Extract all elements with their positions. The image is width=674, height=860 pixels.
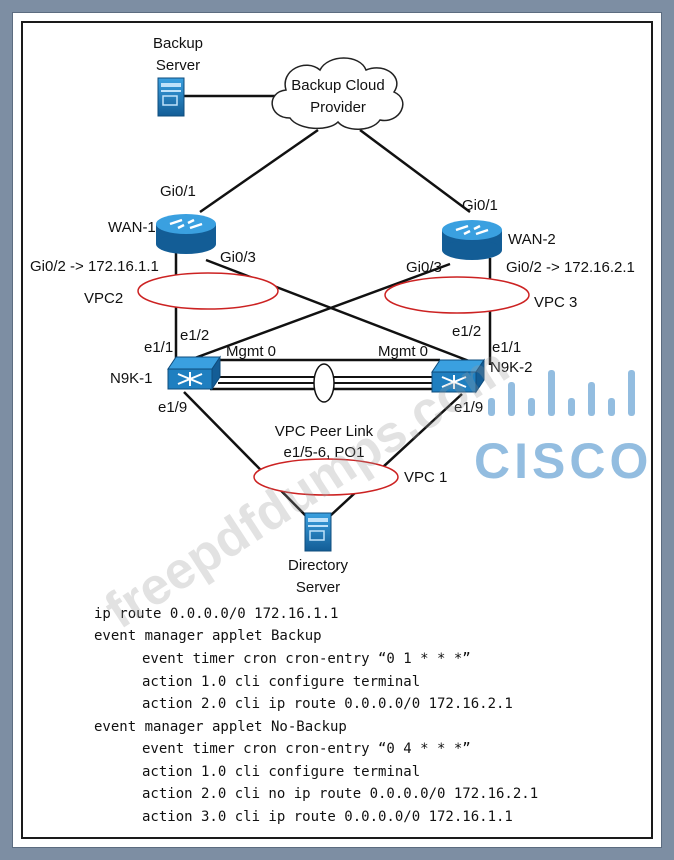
cloud-icon <box>271 57 404 130</box>
config-line: event timer cron cron-entry “0 1 * * *” <box>142 651 471 667</box>
config-line: event timer cron cron-entry “0 4 * * *” <box>142 741 471 757</box>
link-n9k2-directory <box>329 393 463 517</box>
e19-left-label: e1/9 <box>158 399 187 416</box>
link-n9k1-directory <box>183 391 307 517</box>
peer-link-ellipse <box>313 363 335 403</box>
link-cloud-wan2 <box>359 128 471 214</box>
peer-link-label-1: VPC Peer Link <box>275 423 374 440</box>
vpc2-label: VPC2 <box>84 290 123 307</box>
vpc3-label: VPC 3 <box>534 294 577 311</box>
link-cloud-wan1 <box>199 128 319 214</box>
vpc2-ellipse <box>137 272 279 310</box>
n9k2-switch-icon <box>431 358 485 394</box>
backup-server-label-1: Backup <box>153 35 203 52</box>
figure-border <box>21 21 653 839</box>
cloud-label-1: Backup Cloud <box>291 77 384 94</box>
peer-link-label-2: e1/5-6, PO1 <box>284 444 365 461</box>
directory-server-icon <box>304 512 332 552</box>
config-line: action 2.0 cli no ip route 0.0.0.0/0 172… <box>142 786 538 802</box>
backup-server-label-2: Server <box>156 57 200 74</box>
directory-server-label-1: Directory <box>288 557 349 574</box>
config-line: action 3.0 cli ip route 0.0.0.0/0 172.16… <box>142 809 513 825</box>
e11-left-label: e1/1 <box>144 339 173 356</box>
wan1-gi02-label: Gi0/2 -> 172.16.1.1 <box>30 258 159 275</box>
vpc-ellipses <box>137 272 530 496</box>
cloud-label-2: Provider <box>310 99 366 116</box>
wan2-label: WAN-2 <box>508 231 556 248</box>
n9k2-label: N9K-2 <box>490 359 533 376</box>
directory-server-label-2: Server <box>296 579 340 596</box>
config-block: ip route 0.0.0.0/0 172.16.1.1 event mana… <box>94 606 538 825</box>
wan2-gi03-label: Gi0/3 <box>406 259 442 276</box>
wan1-gi03-label: Gi0/3 <box>220 249 256 266</box>
cisco-logo-text: CISCO <box>474 433 652 489</box>
wan2-gi02-label: Gi0/2 -> 172.16.2.1 <box>506 259 635 276</box>
e19-right-label: e1/9 <box>454 399 483 416</box>
config-line: action 1.0 cli configure terminal <box>142 764 420 780</box>
vpc3-ellipse <box>384 276 530 314</box>
config-line: event manager applet Backup <box>94 628 322 644</box>
e12-left-label: e1/2 <box>180 327 209 344</box>
wan1-label: WAN-1 <box>108 219 156 236</box>
mgmt-left-label: Mgmt 0 <box>226 343 276 360</box>
config-line: action 1.0 cli configure terminal <box>142 674 420 690</box>
wan1-router-icon <box>156 214 216 254</box>
figure-frame <box>12 12 662 848</box>
e11-right-label: e1/1 <box>492 339 521 356</box>
n9k1-label: N9K-1 <box>110 370 153 387</box>
link-wan2-n9k1 <box>183 262 451 364</box>
config-line: event manager applet No-Backup <box>94 719 347 735</box>
cisco-logo: CISCO <box>474 370 652 489</box>
wan2-gi01-label: Gi0/1 <box>462 197 498 214</box>
n9k1-switch-icon <box>167 355 221 391</box>
mgmt-right-label: Mgmt 0 <box>378 343 428 360</box>
vpc1-label: VPC 1 <box>404 469 447 486</box>
backup-server-icon <box>157 77 185 117</box>
config-line: action 2.0 cli ip route 0.0.0.0/0 172.16… <box>142 696 513 712</box>
e12-right-label: e1/2 <box>452 323 481 340</box>
wan2-router-icon <box>442 220 502 260</box>
diagram-labels: Backup Server Backup Cloud Provider Gi0/… <box>30 35 635 596</box>
config-line: ip route 0.0.0.0/0 172.16.1.1 <box>94 606 338 622</box>
wan1-gi01-label: Gi0/1 <box>160 183 196 200</box>
vpc1-ellipse <box>253 458 399 496</box>
